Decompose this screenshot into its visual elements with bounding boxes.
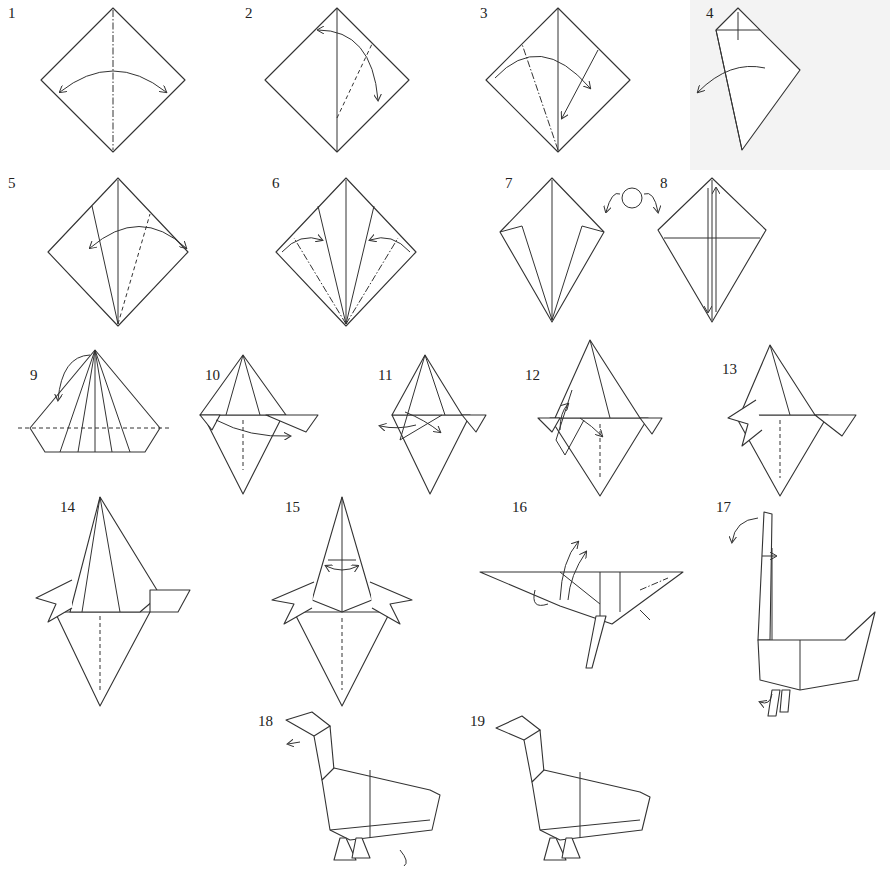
step-number: 6 (272, 176, 280, 191)
step-number: 10 (205, 368, 220, 383)
step-number: 1 (8, 6, 16, 21)
step-number: 7 (505, 176, 513, 191)
step-number: 14 (60, 500, 75, 515)
step-number: 8 (660, 176, 668, 191)
step-number: 2 (245, 6, 253, 21)
step-number: 3 (480, 6, 488, 21)
step-number: 5 (8, 176, 16, 191)
step-number: 12 (525, 368, 540, 383)
step-number: 9 (30, 368, 38, 383)
step-number: 19 (470, 714, 485, 729)
step-number: 16 (512, 500, 527, 515)
step-number: 4 (706, 6, 714, 21)
step-number: 11 (378, 368, 392, 383)
step-number: 17 (716, 500, 731, 515)
step-number: 18 (258, 714, 273, 729)
step-number: 13 (722, 362, 737, 377)
step-number: 15 (285, 500, 300, 515)
